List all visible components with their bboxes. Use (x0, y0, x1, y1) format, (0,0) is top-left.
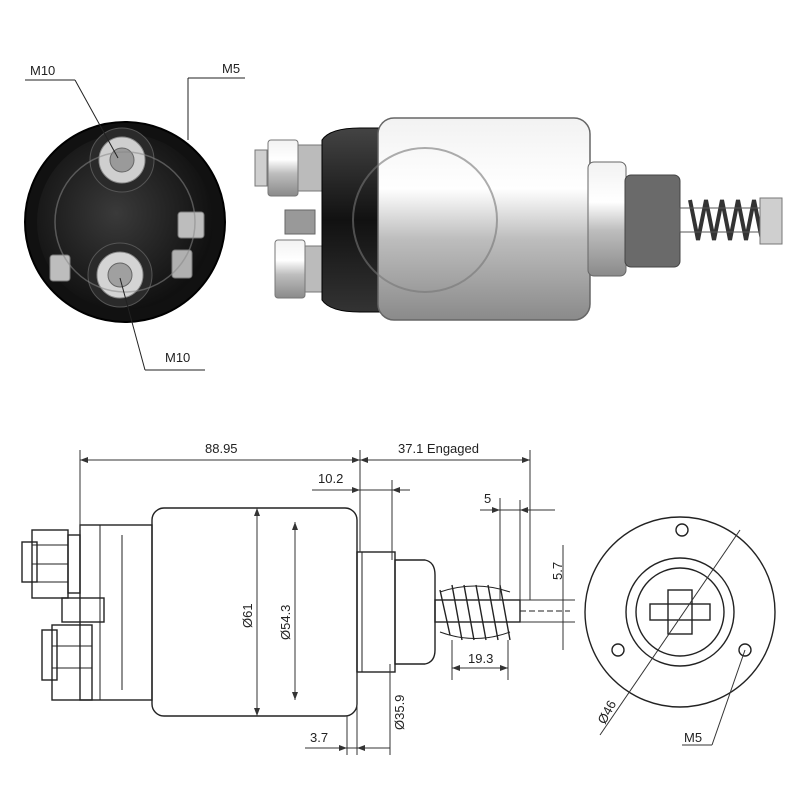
drawing-nose (394, 559, 436, 665)
dim-overall-length: 88.95 (205, 441, 238, 456)
dim-engaged: 37.1 Engaged (398, 441, 479, 456)
label-m10-bottom: M10 (165, 350, 190, 365)
bolt-circle-leader (599, 529, 741, 736)
label-m10-top: M10 (30, 63, 55, 78)
drawing-cap (79, 524, 153, 701)
dim-flange-thickness: 3.7 (310, 730, 328, 745)
watermark-circle (352, 147, 498, 293)
label-m5-top: M5 (222, 61, 240, 76)
spring (688, 199, 764, 241)
flange (587, 161, 627, 277)
terminal-bottom-stud (107, 262, 133, 288)
dim-spring-length: 19.3 (468, 651, 493, 666)
side-drawing: 88.95 37.1 Engaged 10.2 5 5.7 Ø61 Ø54.3 … (21, 441, 575, 755)
mount-hole-right (738, 643, 752, 657)
end-drawing: Ø46 M5 (584, 516, 776, 746)
side-view-photo (254, 117, 783, 321)
terminal-left-tab (49, 254, 71, 282)
small-terminal (284, 209, 316, 235)
end-drawing-slot (667, 589, 693, 635)
drawing-plunger (434, 599, 521, 623)
mount-hole-top (675, 523, 689, 537)
dim-nose-diameter: Ø35.9 (392, 695, 407, 730)
drawing-small-terminal (61, 597, 105, 623)
plunger-tip (759, 197, 783, 245)
end-drawing-cross (649, 603, 711, 621)
dim-flange-offset: 10.2 (318, 471, 343, 486)
nut-top (267, 139, 299, 197)
photo-callouts: M10 M5 M10 (25, 61, 245, 371)
nut-bottom (274, 239, 306, 299)
dim-body-diameter: Ø61 (240, 603, 255, 628)
nose (624, 174, 681, 268)
drawing-flange (356, 551, 396, 673)
drawing-nut-bottom (51, 624, 93, 701)
end-drawing-inner (635, 567, 725, 657)
end-drawing-outer (584, 516, 776, 708)
terminal-m5-right (177, 211, 205, 239)
dim-inner-diameter: Ø54.3 (278, 605, 293, 640)
end-view-photo (24, 121, 226, 323)
watermark-ring (54, 151, 196, 293)
mount-hole-left (611, 643, 625, 657)
end-drawing-middle (625, 557, 735, 667)
dim-plunger-tip: 5 (484, 491, 491, 506)
stud-top (254, 149, 268, 187)
dim-mount-thread: M5 (684, 730, 702, 745)
end-cap-face (37, 134, 213, 310)
terminal-right-tab (171, 249, 193, 279)
dim-pin-offset: 5.7 (550, 562, 565, 580)
drawing-spring (439, 584, 511, 641)
